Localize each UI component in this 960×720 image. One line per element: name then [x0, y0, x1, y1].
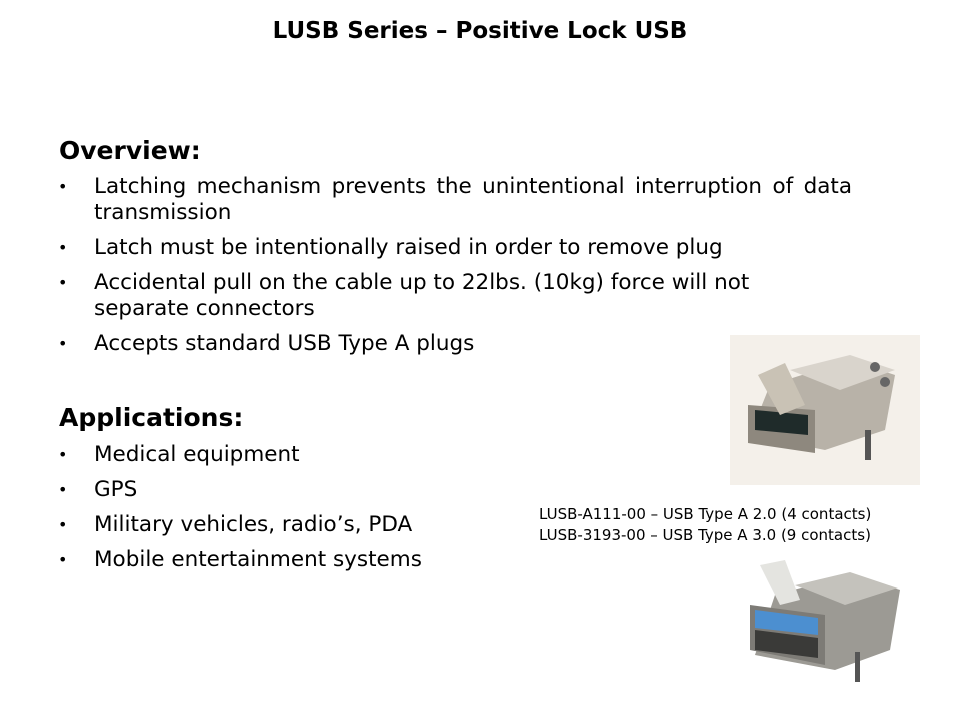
applications-heading: Applications: — [59, 403, 244, 432]
caption-lusb-a111: LUSB-A111-00 – USB Type A 2.0 (4 contact… — [539, 505, 872, 523]
item-text: Medical equipment — [94, 442, 300, 467]
list-item: • Accepts standard USB Type A plugs — [58, 331, 852, 357]
list-item: • Mobile entertainment systems — [58, 547, 858, 573]
list-item: • Latch must be intentionally raised in o… — [58, 235, 852, 261]
overview-heading: Overview: — [59, 136, 201, 165]
item-text: Mobile entertainment systems — [94, 547, 422, 572]
usb3-connector-image — [750, 560, 900, 682]
bullet-icon: • — [58, 550, 68, 569]
list-item: • GPS — [58, 477, 858, 503]
bullet-icon: • — [58, 445, 68, 464]
bullet-icon: • — [58, 480, 68, 499]
bullet-icon: • — [58, 273, 68, 292]
bullet-icon: • — [58, 334, 68, 353]
bullet-icon: • — [58, 515, 68, 534]
overview-list: • Latching mechanism prevents the uninten… — [58, 174, 852, 366]
item-text: Accepts standard USB Type A plugs — [94, 331, 475, 356]
item-text: Accidental pull on the cable up to 22lbs… — [94, 270, 750, 321]
usb2-connector-image — [730, 335, 920, 485]
item-text: GPS — [94, 477, 138, 502]
list-item: • Latching mechanism prevents the uninten… — [58, 174, 852, 226]
bullet-icon: • — [58, 177, 68, 196]
list-item: • Accidental pull on the cable up to 22lb… — [58, 270, 852, 322]
bullet-icon: • — [58, 238, 68, 257]
applications-list: • Medical equipment • GPS • Military vehicl… — [58, 442, 858, 582]
item-text: Latching mechanism prevents the unintent… — [94, 174, 852, 225]
list-item: • Military vehicles, radio’s, PDA — [58, 512, 858, 538]
list-item: • Medical equipment — [58, 442, 858, 468]
slide-title: LUSB Series – Positive Lock USB — [272, 18, 688, 44]
part-captions: LUSB-A111-00 – USB Type A 2.0 (4 contact… — [539, 504, 871, 546]
caption-lusb-3193: LUSB-3193-00 – USB Type A 3.0 (9 contact… — [539, 526, 871, 544]
item-text: Latch must be intentionally raised in or… — [94, 235, 723, 260]
item-text: Military vehicles, radio’s, PDA — [94, 512, 413, 537]
